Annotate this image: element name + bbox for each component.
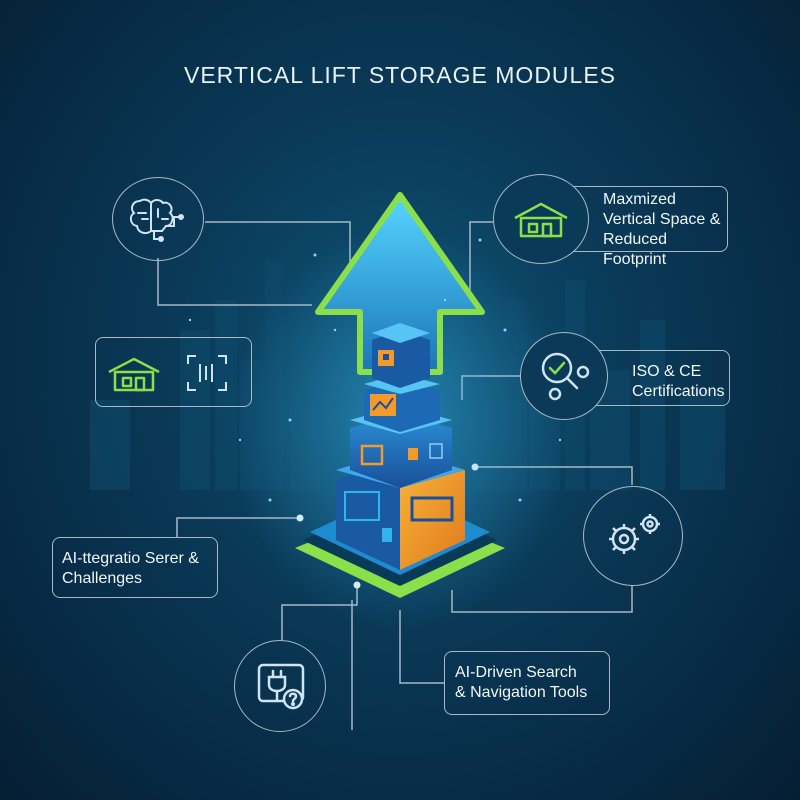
house-icon <box>514 202 568 238</box>
ai-integration-line-1: AI-ttegratio Serer & <box>62 550 199 567</box>
certifications-text: ISO & CE Certifications <box>632 362 732 402</box>
gears-icon <box>609 514 660 554</box>
ai-integration-box <box>52 537 218 598</box>
space-callout-circle <box>493 174 589 264</box>
certifications-line-1: ISO & CE <box>632 363 702 380</box>
page-title: VERTICAL LIFT STORAGE MODULES <box>183 62 617 88</box>
magnifier-check-icon <box>541 352 590 401</box>
certifications-circle <box>520 332 608 420</box>
left-icon-panel <box>95 337 252 407</box>
search-line-2: & Navigation Tools <box>455 684 588 701</box>
plug-question-icon <box>257 663 305 710</box>
ai-integration-line-2: Challenges <box>62 570 143 587</box>
space-callout-text: Maxmized Vertical Space & Reduced Footpr… <box>603 190 733 270</box>
brain-callout <box>112 177 204 261</box>
storage-module-top <box>372 323 430 388</box>
house-icon <box>108 357 160 392</box>
ai-integration-text: AI-ttegratio Serer & Challenges <box>62 549 222 589</box>
gears-callout <box>583 486 683 586</box>
space-line-3: Reduced Footprint <box>603 231 668 268</box>
search-line-1: AI-Driven Search <box>455 664 577 681</box>
search-tools-box <box>444 651 610 715</box>
space-line-2: Vertical Space & <box>603 211 721 228</box>
brain-circuit-icon <box>129 198 184 242</box>
certifications-line-2: Certifications <box>632 383 725 400</box>
sparkle-dots <box>188 238 612 502</box>
storage-module-large <box>336 450 465 570</box>
space-line-1: Maxmized <box>603 191 676 208</box>
plug-callout <box>234 640 326 732</box>
search-tools-text: AI-Driven Search & Navigation Tools <box>455 663 615 703</box>
scan-frame-icon <box>187 355 227 391</box>
